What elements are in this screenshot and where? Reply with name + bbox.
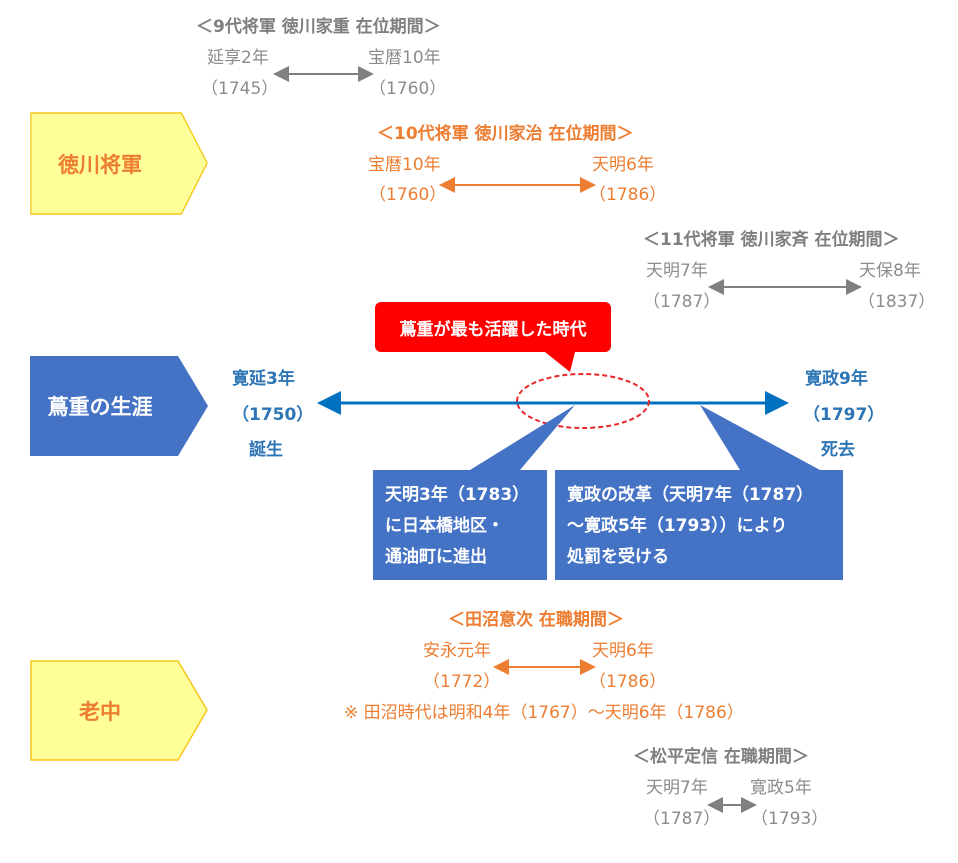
tanuma-title: ＜田沼意次 在職期間＞ — [448, 610, 624, 630]
chevron-shape-blue — [30, 356, 208, 456]
ieshige-title: ＜9代将軍 徳川家重 在位期間＞ — [196, 17, 441, 37]
ieharu-end-era: 天明6年 — [592, 155, 654, 175]
tanuma-era-note: ※ 田沼時代は明和4年（1767）～天明6年（1786） — [344, 703, 744, 723]
ieshige-start-era: 延享2年 — [207, 48, 269, 68]
tanuma-start-era: 安永元年 — [423, 641, 491, 661]
chevron-shape-yellow — [30, 112, 208, 215]
matsudaira-title: ＜松平定信 在職期間＞ — [633, 747, 809, 767]
tsutaju-label-text: 蔦重の生涯 — [47, 395, 153, 419]
matsudaira-end-era: 寛政5年 — [750, 778, 812, 798]
death-year: （1797） — [803, 405, 885, 425]
tanuma-end-year: （1786） — [589, 672, 667, 692]
ienari-end-era: 天保8年 — [859, 261, 921, 281]
death-era: 寛政9年 — [805, 369, 868, 389]
highlight-ellipse — [516, 373, 650, 429]
ieharu-start-era: 宝暦10年 — [368, 155, 441, 175]
roju-row-label: 老中 — [30, 660, 208, 761]
ieshige-end-era: 宝暦10年 — [368, 48, 441, 68]
birth-event: 誕生 — [249, 440, 283, 460]
roju-label-text: 老中 — [79, 699, 121, 724]
callout-right-pointer — [700, 405, 820, 470]
tanuma-end-era: 天明6年 — [592, 641, 654, 661]
ienari-end-year: （1837） — [858, 292, 936, 312]
ieshige-start-year: （1745） — [201, 79, 279, 99]
callout-kansei-reform: 寛政の改革（天明7年（1787） ～寛政5年（1793））により 処罰を受ける — [555, 470, 843, 580]
shogun-label-text: 徳川将軍 — [58, 152, 142, 177]
matsudaira-start-year: （1787） — [643, 809, 721, 829]
shogun-row-label: 徳川将軍 — [30, 112, 208, 215]
tsutaju-row-label: 蔦重の生涯 — [30, 356, 208, 456]
ienari-title: ＜11代将軍 徳川家斉 在位期間＞ — [643, 230, 900, 250]
callout-nihonbashi: 天明3年（1783） に日本橋地区・ 通油町に進出 — [373, 470, 547, 580]
highlight-bubble-pointer — [545, 352, 575, 372]
ienari-start-year: （1787） — [643, 292, 721, 312]
birth-year: （1750） — [232, 405, 314, 425]
birth-era: 寛延3年 — [232, 369, 295, 389]
matsudaira-start-era: 天明7年 — [646, 778, 708, 798]
highlight-bubble: 蔦重が最も活躍した時代 — [375, 302, 611, 352]
highlight-bubble-text: 蔦重が最も活躍した時代 — [399, 319, 587, 340]
matsudaira-end-year: （1793） — [751, 809, 829, 829]
ieharu-title: ＜10代将軍 徳川家治 在位期間＞ — [377, 124, 634, 144]
death-event: 死去 — [821, 440, 855, 460]
ieharu-end-year: （1786） — [589, 185, 667, 205]
ieshige-end-year: （1760） — [369, 79, 447, 99]
ieharu-start-year: （1760） — [369, 185, 447, 205]
tanuma-start-year: （1772） — [423, 672, 501, 692]
callout-left-pointer — [470, 405, 575, 470]
ienari-start-era: 天明7年 — [646, 261, 708, 281]
chevron-shape-yellow — [30, 660, 208, 761]
